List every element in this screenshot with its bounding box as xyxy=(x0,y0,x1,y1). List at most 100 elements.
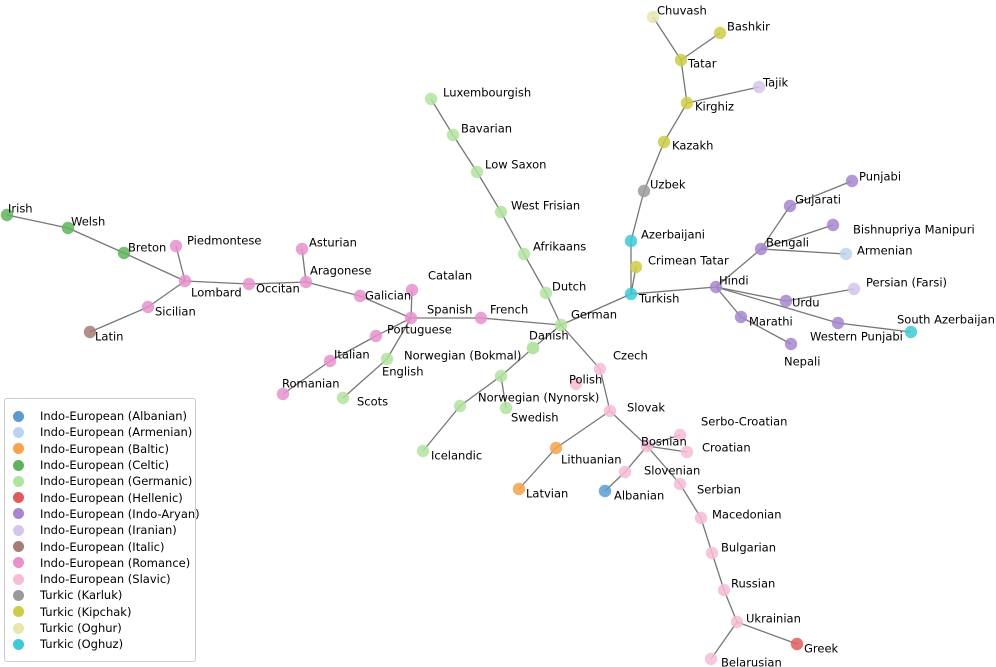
legend-item-karluk: Turkic (Karluk) xyxy=(13,587,195,603)
node-label-serbian: Serbian xyxy=(697,483,741,497)
node-romanian xyxy=(276,387,290,401)
edge-bengali-gujarati xyxy=(760,205,791,250)
node-galician xyxy=(353,289,367,303)
node-marathi xyxy=(734,310,748,324)
node-turkish xyxy=(624,287,638,301)
node-chuvash xyxy=(646,10,660,24)
node-label-albanian: Albanian xyxy=(614,489,664,503)
node-serbocroatian xyxy=(673,428,687,442)
node-occitan xyxy=(242,277,256,291)
legend-item-hellenic: Indo-European (Hellenic) xyxy=(13,489,195,505)
node-lowsaxon xyxy=(470,165,484,179)
node-italian xyxy=(323,354,337,368)
edge-hindi-urdu xyxy=(715,286,787,302)
node-nepali xyxy=(784,337,798,351)
node-sicilian xyxy=(141,300,155,314)
node-bishnupriya xyxy=(826,218,840,232)
node-czech xyxy=(593,362,607,376)
node-label-punjabi: Punjabi xyxy=(859,170,901,184)
node-croatian xyxy=(680,445,694,459)
edge-hindi-bengali xyxy=(715,248,762,288)
node-label-russian: Russian xyxy=(731,577,775,591)
node-kazakh xyxy=(657,135,671,149)
node-bashkir xyxy=(713,26,727,40)
edge-spanish-portuguese xyxy=(375,317,412,337)
legend-label-baltic: Indo-European (Baltic) xyxy=(40,441,169,456)
edge-azerbaijani-uzbek xyxy=(630,190,645,242)
node-label-danish: Danish xyxy=(529,329,569,343)
node-label-bokmal: Norwegian (Bokmal) xyxy=(404,349,521,363)
edge-bengali-armenian xyxy=(760,248,847,255)
node-label-latin: Latin xyxy=(95,330,123,344)
edge-irish-welsh xyxy=(6,214,69,229)
edge-german-czech xyxy=(560,324,601,370)
node-label-german: German xyxy=(571,308,617,322)
node-label-portuguese: Portuguese xyxy=(387,323,452,337)
edge-danish-nynorsk xyxy=(500,347,534,377)
node-urdu xyxy=(779,294,793,308)
node-label-nepali: Nepali xyxy=(784,355,820,369)
edge-ukrainian-greek xyxy=(736,621,798,645)
node-ukrainian xyxy=(730,615,744,629)
legend-marker-oghur xyxy=(13,622,24,634)
edge-kirghiz-tajik xyxy=(686,86,760,104)
legend: Indo-European (Albanian)Indo-European (A… xyxy=(4,398,200,662)
legend-label-oghuz: Turkic (Oghuz) xyxy=(40,637,124,652)
edge-hindi-westernpunjabi xyxy=(715,286,839,324)
edge-german-turkish xyxy=(560,293,632,326)
node-piedmontese xyxy=(169,239,183,253)
node-catalan xyxy=(405,283,419,297)
node-label-ukrainian: Ukrainian xyxy=(746,612,801,626)
node-label-persian: Persian (Farsi) xyxy=(866,276,947,290)
node-label-catalan: Catalan xyxy=(428,269,472,283)
edge-serbian-macedonian xyxy=(679,483,702,519)
node-label-english: English xyxy=(382,365,424,379)
node-label-kirghiz: Kirghiz xyxy=(695,100,734,114)
node-bengali xyxy=(754,242,768,256)
edge-westernpunjabi-southazerbaijani xyxy=(837,322,912,333)
legend-label-armenian: Indo-European (Armenian) xyxy=(40,425,193,440)
node-german xyxy=(554,318,568,332)
edge-spanish-english xyxy=(386,317,412,360)
edge-portuguese-italian xyxy=(329,335,377,362)
legend-item-armenian: Indo-European (Armenian) xyxy=(13,424,195,440)
legend-item-oghuz: Turkic (Oghuz) xyxy=(13,636,195,652)
legend-label-albanian: Indo-European (Albanian) xyxy=(40,409,188,424)
node-icelandic_mid xyxy=(453,399,467,413)
node-label-belarusian: Belarusian xyxy=(721,656,782,667)
node-label-lowsaxon: Low Saxon xyxy=(485,158,546,172)
node-label-serbocroatian: Serbo-Croatian xyxy=(701,415,787,429)
node-lithuanian xyxy=(549,441,563,455)
node-azerbaijani xyxy=(624,234,638,248)
legend-marker-karluk xyxy=(13,589,24,601)
edge-breton-lombard xyxy=(123,252,186,282)
legend-marker-celtic xyxy=(13,459,24,471)
legend-marker-baltic xyxy=(13,443,24,455)
node-luxembourgish xyxy=(424,92,438,106)
legend-label-indoaryan: Indo-European (Indo-Aryan) xyxy=(40,506,200,521)
node-label-lombard: Lombard xyxy=(191,286,242,300)
node-label-westfrisian: West Frisian xyxy=(511,199,580,213)
legend-label-celtic: Indo-European (Celtic) xyxy=(40,458,170,473)
legend-item-iranian: Indo-European (Iranian) xyxy=(13,522,195,538)
node-slovenian xyxy=(618,465,632,479)
edge-kazakh-kirghiz xyxy=(663,102,688,143)
nodes-layer xyxy=(0,10,918,666)
legend-marker-indoaryan xyxy=(13,508,24,520)
edge-slovak-lithuanian xyxy=(555,410,611,449)
node-tajik xyxy=(752,80,766,94)
node-label-latvian: Latvian xyxy=(526,487,568,501)
edge-bulgarian-russian xyxy=(711,552,725,591)
node-slovak xyxy=(603,404,617,418)
node-label-gujarati: Gujarati xyxy=(795,193,841,207)
node-icelandic xyxy=(416,444,430,458)
node-aragonese xyxy=(299,275,313,289)
node-label-slovak: Slovak xyxy=(627,401,665,415)
node-latin xyxy=(83,325,97,339)
node-label-bulgarian: Bulgarian xyxy=(721,541,776,555)
node-label-bishnupriya: Bishnupriya Manipuri xyxy=(853,223,975,237)
node-bosnian xyxy=(640,439,654,453)
node-label-nynorsk: Norwegian (Nynorsk) xyxy=(478,391,599,405)
node-label-piedmontese: Piedmontese xyxy=(187,234,261,248)
node-label-afrikaans: Afrikaans xyxy=(533,240,586,254)
